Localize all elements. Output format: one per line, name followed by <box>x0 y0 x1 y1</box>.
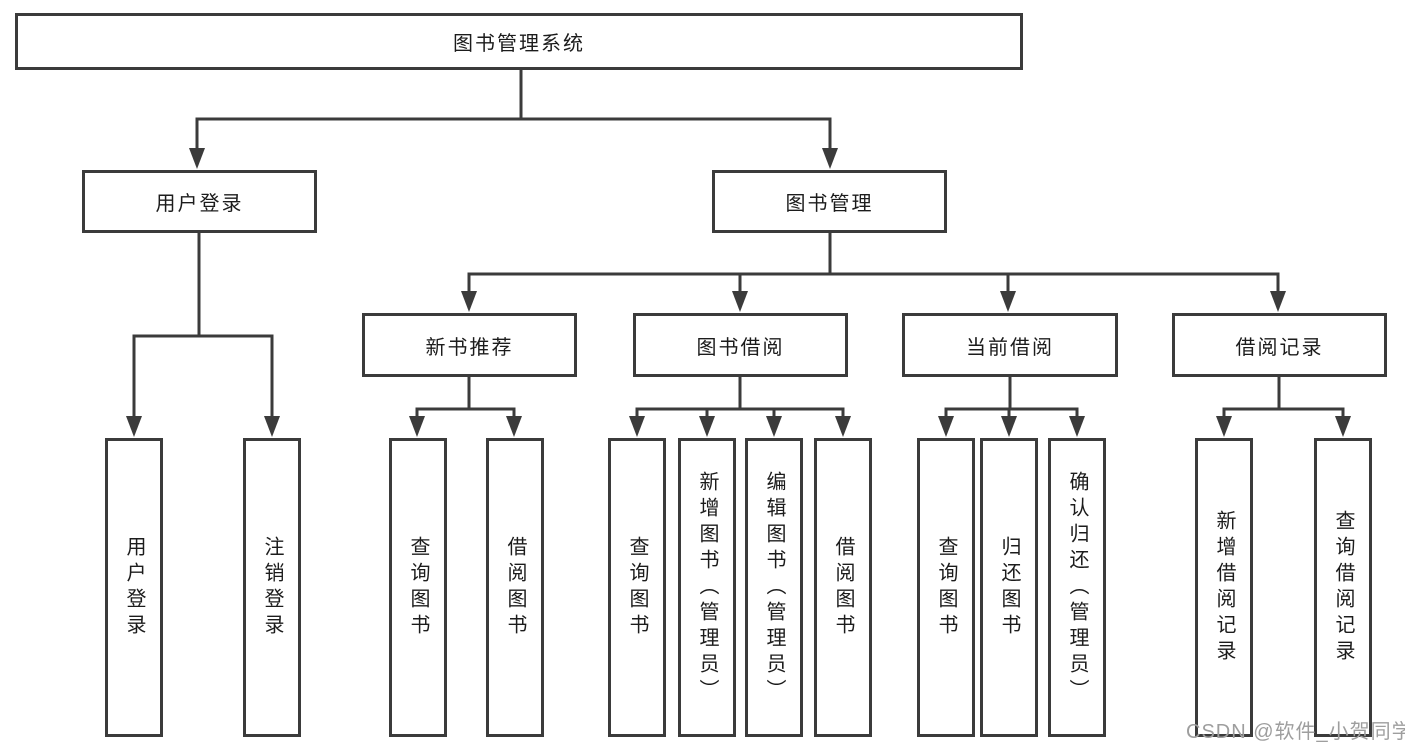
node-label: 当前借阅 <box>966 336 1054 359</box>
node-current-borrowing: 当前借阅 <box>902 313 1118 377</box>
leaf-label: 查询图书 <box>407 535 429 640</box>
leaf-label: 注销登录 <box>261 535 283 640</box>
leaf-label: 新增图书（管理员） <box>696 470 718 705</box>
leaf-add-books-admin: 新增图书（管理员） <box>678 438 736 737</box>
node-label: 用户登录 <box>155 193 244 215</box>
leaf-label: 借阅图书 <box>504 535 526 640</box>
leaf-query-books-current: 查询图书 <box>917 438 975 737</box>
leaf-label: 查询图书 <box>935 535 957 640</box>
leaf-user-login: 用户登录 <box>105 438 163 737</box>
node-label: 图书管理 <box>785 193 874 215</box>
node-borrowing-records: 借阅记录 <box>1172 313 1387 377</box>
node-label: 图书借阅 <box>696 336 785 359</box>
leaf-label: 编辑图书（管理员） <box>763 470 785 705</box>
leaf-query-books-recommend: 查询图书 <box>389 438 447 737</box>
node-book-management: 图书管理 <box>712 170 947 233</box>
leaf-label: 归还图书 <box>998 535 1020 640</box>
csdn-watermark: CSDN @软件_小贺同学 <box>1186 721 1405 743</box>
leaf-label: 查询图书 <box>626 535 648 640</box>
leaf-label: 确认归还（管理员） <box>1066 470 1088 705</box>
node-user-login: 用户登录 <box>82 170 317 233</box>
node-book-borrowing: 图书借阅 <box>633 313 848 377</box>
leaf-add-borrow-record: 新增借阅记录 <box>1195 438 1253 737</box>
leaf-return-books: 归还图书 <box>980 438 1038 737</box>
node-label: 图书管理系统 <box>453 33 585 55</box>
leaf-edit-books-admin: 编辑图书（管理员） <box>745 438 803 737</box>
leaf-query-borrow-record: 查询借阅记录 <box>1314 438 1372 737</box>
leaf-borrow-books-recommend: 借阅图书 <box>486 438 544 737</box>
leaf-label: 查询借阅记录 <box>1332 509 1354 666</box>
node-new-book-recommendation: 新书推荐 <box>362 313 577 377</box>
node-label: 借阅记录 <box>1235 336 1324 359</box>
node-label: 新书推荐 <box>425 336 514 359</box>
node-library-management-system: 图书管理系统 <box>15 13 1023 70</box>
leaf-query-books-borrowing: 查询图书 <box>608 438 666 737</box>
leaf-label: 用户登录 <box>123 535 145 640</box>
leaf-label: 借阅图书 <box>832 535 854 640</box>
leaf-borrow-books: 借阅图书 <box>814 438 872 737</box>
leaf-logout: 注销登录 <box>243 438 301 737</box>
leaf-label: 新增借阅记录 <box>1213 509 1235 666</box>
leaf-confirm-return-admin: 确认归还（管理员） <box>1048 438 1106 737</box>
